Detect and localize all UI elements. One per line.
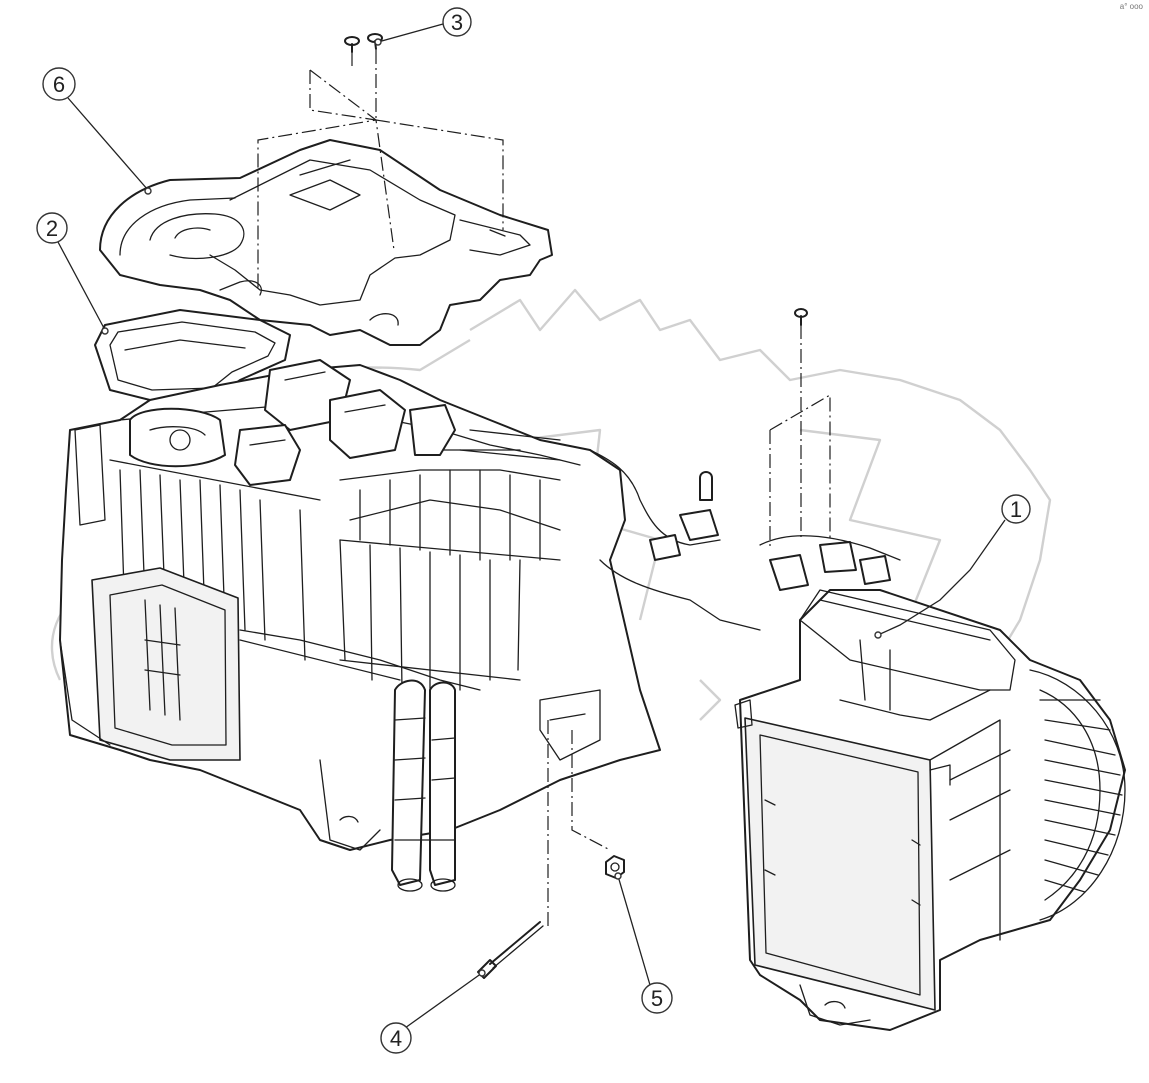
upper-cover-part-6 <box>99 139 553 346</box>
bolt-4-icon <box>477 921 544 979</box>
corner-mark: a° ooo <box>1119 2 1143 11</box>
callout-2: 2 <box>36 212 109 335</box>
alignment-lines <box>257 50 831 930</box>
callout-6: 6 <box>42 67 152 195</box>
blower-unit-part-1 <box>734 535 1126 1031</box>
callout-1: 1 <box>874 494 1031 639</box>
svg-text:5: 5 <box>651 986 663 1011</box>
svg-text:1: 1 <box>1010 497 1022 522</box>
svg-text:6: 6 <box>53 72 65 97</box>
callout-5: 5 <box>614 872 673 1014</box>
nut-5-icon <box>605 855 625 879</box>
callout-3: 3 <box>374 7 472 46</box>
callouts: 1 2 3 4 5 6 <box>36 7 1031 1054</box>
svg-text:3: 3 <box>451 10 463 35</box>
svg-text:2: 2 <box>46 216 58 241</box>
gasket-part-2 <box>94 309 291 401</box>
hvac-main-housing <box>59 359 761 892</box>
callout-4: 4 <box>380 969 486 1054</box>
svg-text:4: 4 <box>390 1026 402 1051</box>
fasteners <box>344 33 808 979</box>
screw-blower-icon <box>794 308 808 326</box>
screw-3a-icon <box>344 36 360 53</box>
